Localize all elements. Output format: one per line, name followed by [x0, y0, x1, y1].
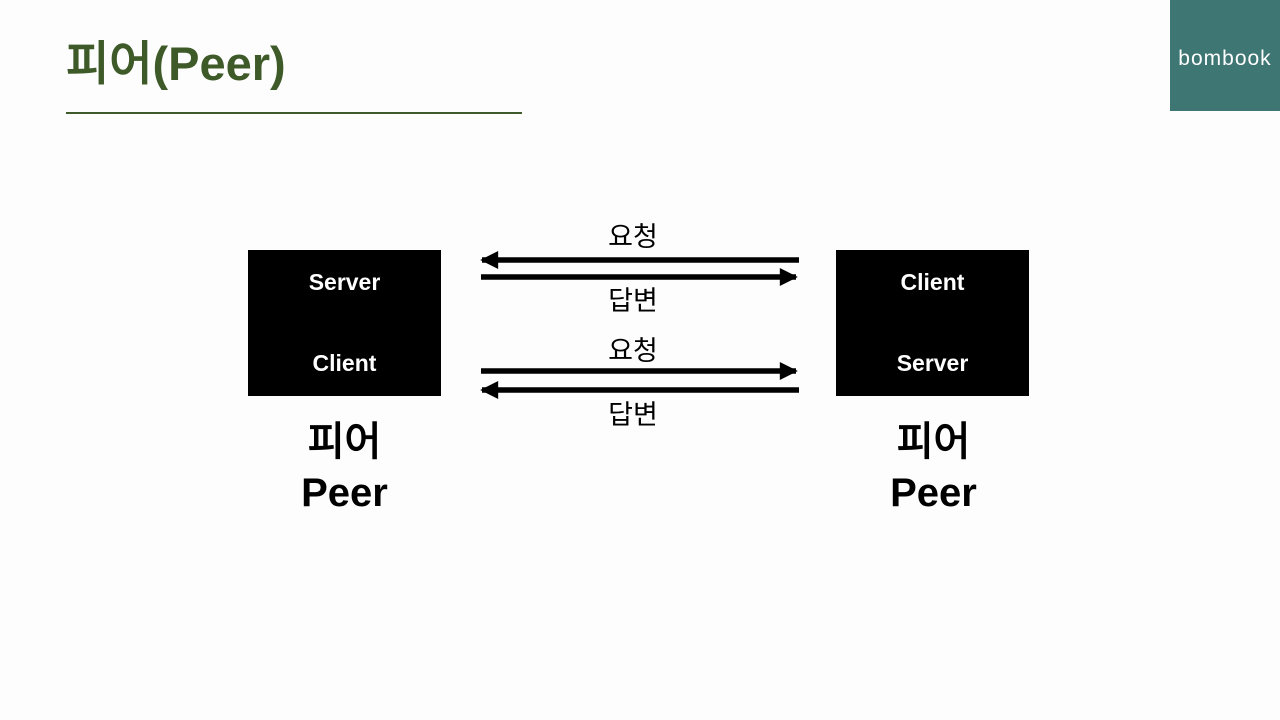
- title-underline: [66, 112, 522, 114]
- exchange-2-response-label: 답변: [608, 400, 658, 430]
- page-title: 피어(Peer): [66, 37, 286, 90]
- peer-caption-left-ko: 피어: [307, 420, 382, 464]
- peer-caption-right: 피어 Peer: [837, 417, 1030, 519]
- peer-right-top-role: Client: [900, 269, 965, 295]
- peer-caption-right-en: Peer: [890, 471, 977, 515]
- exchange-1-response-label: 답변: [608, 286, 658, 316]
- peer-left-bottom-role: Client: [312, 350, 377, 376]
- peer-right-bottom-role: Server: [896, 350, 969, 376]
- exchange-1-request-label: 요청: [608, 222, 658, 252]
- peer-caption-left: 피어 Peer: [248, 417, 441, 519]
- peer-box-left: Server Client: [248, 250, 441, 396]
- peer-box-right: Client Server: [836, 250, 1029, 396]
- peer-left-top-role: Server: [308, 269, 381, 295]
- bombook-logo: bombook: [1170, 0, 1280, 111]
- peer-caption-left-en: Peer: [301, 471, 388, 515]
- exchange-2-request-label: 요청: [608, 336, 658, 366]
- logo-text: bombook: [1178, 46, 1272, 70]
- peer-caption-right-ko: 피어: [896, 420, 971, 464]
